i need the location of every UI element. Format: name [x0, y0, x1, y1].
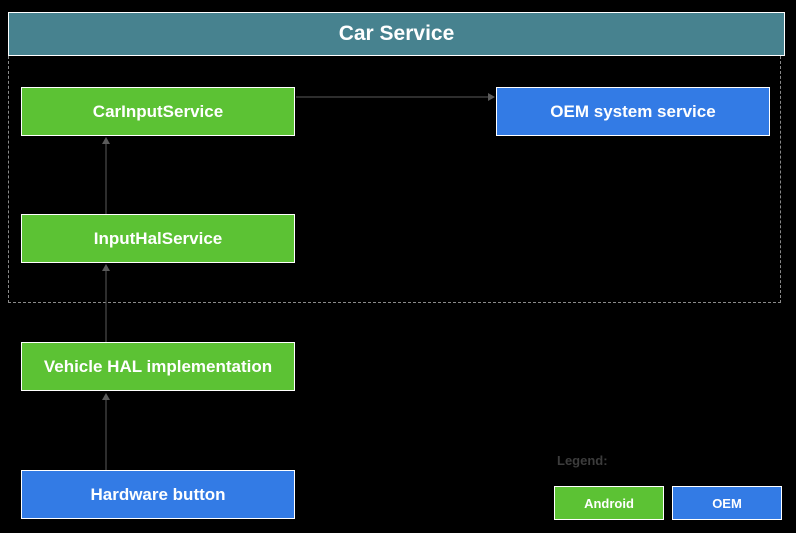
node-car-input-service: CarInputService	[21, 87, 295, 136]
node-label: Vehicle HAL implementation	[43, 356, 273, 376]
legend-title: Legend:	[557, 453, 608, 468]
legend-item-label: OEM	[712, 495, 742, 511]
node-input-hal-service: InputHalService	[21, 214, 295, 263]
node-vehicle-hal-implementation: Vehicle HAL implementation	[21, 342, 295, 391]
diagram-title: Car Service	[338, 22, 455, 45]
legend-item-android: Android	[554, 486, 664, 520]
node-oem-system-service: OEM system service	[496, 87, 770, 136]
arrow-hardwarebutton-to-vehiclehal	[102, 393, 110, 470]
car-service-header: Car Service	[8, 12, 785, 56]
car-service-boundary	[8, 56, 781, 303]
legend-item-oem: OEM	[672, 486, 782, 520]
node-hardware-button: Hardware button	[21, 470, 295, 519]
node-label: CarInputService	[92, 101, 224, 121]
node-label: Hardware button	[90, 484, 226, 504]
legend-item-label: Android	[584, 495, 634, 511]
node-label: OEM system service	[550, 101, 716, 121]
node-label: InputHalService	[93, 228, 223, 248]
